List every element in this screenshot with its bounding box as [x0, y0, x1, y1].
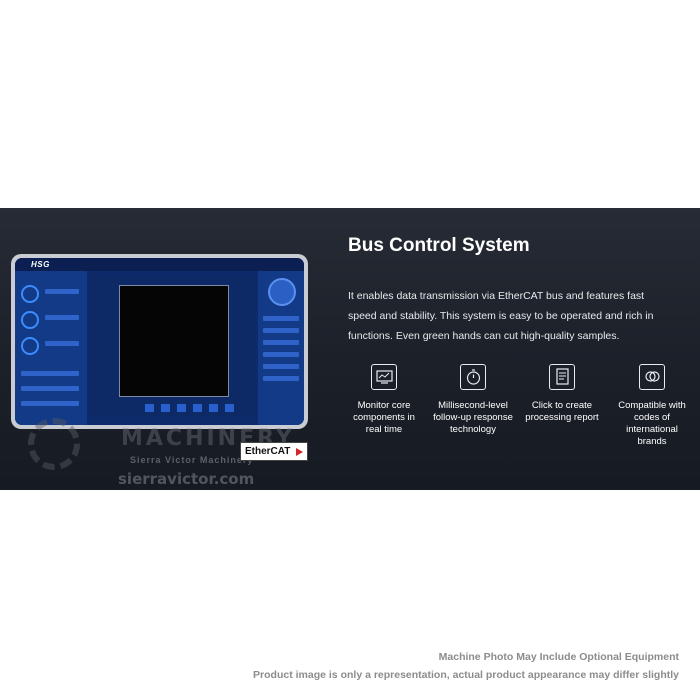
- section-description: It enables data transmission via EtherCA…: [348, 290, 654, 342]
- hmi-readout: [45, 315, 79, 320]
- hsg-logo: HSG: [31, 260, 50, 269]
- hmi-control: [263, 340, 299, 345]
- hmi-readout: [21, 371, 79, 376]
- feature-item: Compatible with codes of international b…: [612, 364, 692, 448]
- hmi-top-bar: HSG: [15, 258, 304, 271]
- report-icon: [549, 364, 575, 390]
- feature-item: Monitor core components in real time: [344, 364, 424, 436]
- monitor-icon: [371, 364, 397, 390]
- disclaimer-representation: Product image is only a representation, …: [253, 669, 679, 681]
- feature-item: Click to create processing report: [522, 364, 602, 424]
- hmi-control: [263, 364, 299, 369]
- hmi-readout: [21, 401, 79, 406]
- hmi-control: [263, 328, 299, 333]
- hmi-left-panel: [15, 271, 87, 425]
- gauge-icon: [21, 285, 39, 303]
- hmi-control: [263, 316, 299, 321]
- feature-label: Compatible with codes of international b…: [618, 400, 686, 447]
- gauge-icon: [21, 337, 39, 355]
- hmi-toolbar-button: [193, 404, 202, 412]
- watermark-sub: Sierra Victor Machinery: [130, 455, 254, 465]
- stopwatch-icon: [460, 364, 486, 390]
- product-banner: HSG: [0, 208, 700, 490]
- hmi-screen: HSG: [15, 258, 304, 425]
- hmi-readout: [21, 386, 79, 391]
- hmi-control: [263, 376, 299, 381]
- disclaimer-optional-equipment: Machine Photo May Include Optional Equip…: [438, 651, 679, 663]
- hmi-toolbar-button: [177, 404, 186, 412]
- section-title: Bus Control System: [348, 235, 530, 256]
- hmi-readout: [45, 289, 79, 294]
- hmi-toolbar-button: [209, 404, 218, 412]
- hmi-plot-area: [119, 285, 229, 397]
- hmi-toolbar-button: [145, 404, 154, 412]
- hmi-control: [263, 352, 299, 357]
- hmi-toolbar-button: [225, 404, 234, 412]
- jog-dpad-icon: [268, 278, 296, 306]
- ethercat-badge: EtherCAT: [240, 442, 308, 461]
- feature-item: Millisecond-level follow-up response tec…: [433, 364, 513, 436]
- tablet-mockup: HSG: [11, 254, 308, 429]
- ethercat-label: EtherCAT: [245, 446, 291, 457]
- gauge-icon: [21, 311, 39, 329]
- hmi-toolbar-button: [161, 404, 170, 412]
- arrow-icon: [296, 448, 303, 456]
- feature-label: Monitor core components in real time: [353, 400, 415, 435]
- code-link-icon: [639, 364, 665, 390]
- gear-watermark-icon: [28, 418, 80, 470]
- watermark-domain: sierravictor.com: [118, 470, 255, 488]
- feature-label: Click to create processing report: [525, 400, 599, 423]
- feature-label: Millisecond-level follow-up response tec…: [433, 400, 513, 435]
- hmi-readout: [45, 341, 79, 346]
